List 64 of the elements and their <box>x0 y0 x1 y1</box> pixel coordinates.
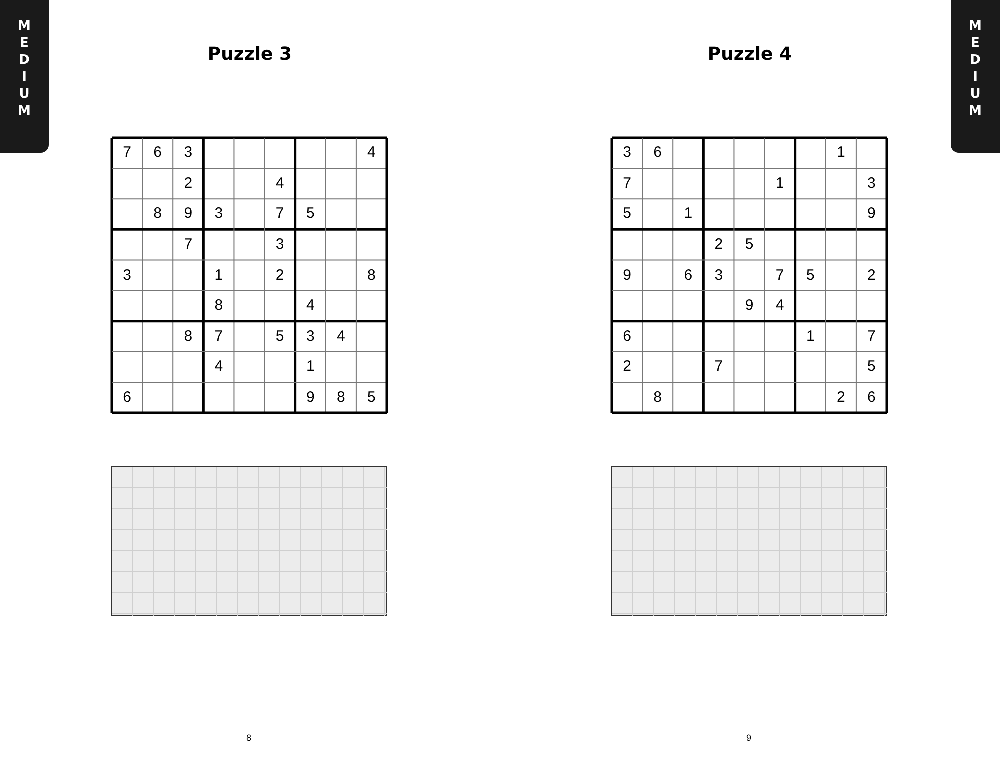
page-number: 8 <box>246 733 252 743</box>
given-digit: 8 <box>366 266 377 284</box>
given-digit: 2 <box>274 266 286 284</box>
puzzle-title: Puzzle 4 <box>708 44 792 65</box>
given-digit: 3 <box>714 266 724 284</box>
given-digit: 5 <box>274 328 286 346</box>
given-digit: 2 <box>622 358 632 376</box>
given-digit: 4 <box>274 174 286 193</box>
given-digit: 6 <box>122 388 132 407</box>
given-digit: 7 <box>622 174 632 193</box>
given-digit: 2 <box>183 174 194 193</box>
given-digit: 3 <box>122 266 132 284</box>
given-digit: 2 <box>866 266 877 284</box>
puzzle-title: Puzzle 3 <box>208 44 292 65</box>
given-digit: 8 <box>336 388 346 407</box>
page-number: 9 <box>746 733 752 743</box>
given-digit: 7 <box>183 236 194 254</box>
given-digit: 9 <box>744 297 755 316</box>
given-digit: 2 <box>836 388 846 407</box>
given-digit: 4 <box>774 297 786 316</box>
given-digit: 1 <box>836 144 846 162</box>
given-digit: 3 <box>214 205 224 224</box>
given-digit: 4 <box>305 297 316 316</box>
given-digit: 6 <box>152 144 163 162</box>
given-digit: 1 <box>774 174 786 193</box>
given-digit: 8 <box>183 328 194 346</box>
given-digit: 6 <box>652 144 663 162</box>
given-digit: 5 <box>744 236 755 254</box>
given-digit: 9 <box>622 266 632 284</box>
given-digit: 6 <box>622 328 632 346</box>
given-digit: 7 <box>774 266 786 284</box>
given-digit: 7 <box>214 328 224 346</box>
given-digit: 6 <box>866 388 877 407</box>
given-digit: 5 <box>866 358 877 376</box>
given-digit: 1 <box>305 358 316 376</box>
given-digit: 5 <box>622 205 632 224</box>
given-digit: 7 <box>274 205 286 224</box>
given-digit: 7 <box>714 358 724 376</box>
given-digit: 5 <box>366 388 377 407</box>
given-digit: 7 <box>866 328 877 346</box>
given-digit: 1 <box>805 328 816 346</box>
given-digit: 1 <box>214 266 224 284</box>
given-digit: 5 <box>305 205 316 224</box>
given-digit: 4 <box>214 358 224 376</box>
given-digit: 5 <box>805 266 816 284</box>
given-digit: 3 <box>622 144 632 162</box>
given-digit: 9 <box>305 388 316 407</box>
given-digit: 3 <box>274 236 286 254</box>
given-digit: 7 <box>122 144 132 162</box>
given-digit: 3 <box>183 144 194 162</box>
given-digit: 8 <box>652 388 663 407</box>
given-digit: 9 <box>183 205 194 224</box>
given-digit: 1 <box>683 205 694 224</box>
given-digit: 4 <box>366 144 377 162</box>
given-digit: 8 <box>152 205 163 224</box>
difficulty-tab: MEDIUM <box>951 0 1000 153</box>
given-digit: 6 <box>683 266 694 284</box>
given-digit: 9 <box>866 205 877 224</box>
given-digit: 3 <box>866 174 877 193</box>
given-digit: 8 <box>214 297 224 316</box>
given-digit: 4 <box>336 328 346 346</box>
given-digit: 2 <box>714 236 724 254</box>
given-digit: 3 <box>305 328 316 346</box>
difficulty-tab: MEDIUM <box>0 0 49 153</box>
